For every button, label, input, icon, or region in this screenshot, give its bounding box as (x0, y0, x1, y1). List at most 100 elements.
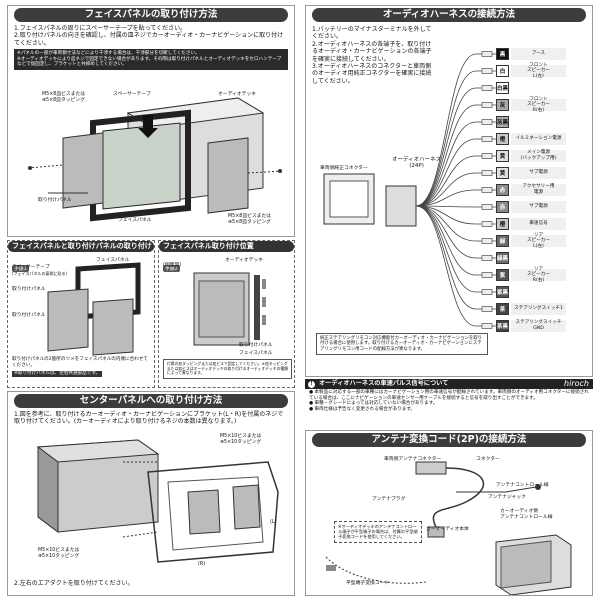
wire-color-swatch: 黒 (496, 48, 509, 60)
wire-function-label: リア スピーカー L(左) (511, 233, 566, 249)
label-connector: コネクター (476, 457, 500, 462)
label-screw-m5x10-bottom: M5×10ビスまたは ⊕5×10タッピング (38, 548, 80, 559)
face-panel-section: フェイスパネルの取り付け方法 1.フェイスパネルの周りにスペーサーテープを貼って… (7, 5, 295, 237)
face-panel-title: フェイスパネルの取り付け方法 (14, 8, 288, 22)
label-mount-panel-m2: 取り付けパネル (12, 313, 46, 318)
wire-color-swatch: 紫 (496, 269, 509, 281)
wire-function-label: サブ電源 (511, 201, 566, 213)
wire-terminal-icon (481, 238, 493, 244)
wire-row: 白フロント スピーカー L(左) (306, 63, 592, 79)
face-panel-note-2: ※オーディオデッキにより皿ネジで固定できない場合があります。その際は取り付けパネ… (17, 56, 282, 68)
wire-color-swatch: 赤 (496, 184, 509, 196)
wire-color-swatch: 灰黒 (496, 116, 509, 128)
box2-title: フェイスパネル取り付け位置 (159, 241, 294, 252)
center-panel-section: センターパネルへの取り付け方法 1.図を参考に、取り付けるカーオーディオ・カーナ… (7, 391, 295, 596)
wire-function-label: メイン電源 (バックアップ用) (511, 150, 566, 162)
wire-terminal-icon (481, 204, 493, 210)
center-panel-diagram (36, 439, 279, 563)
wire-row: 赤サブ電源 (306, 201, 592, 215)
label-face-panel: フェイスパネル (118, 218, 152, 223)
wire-row: 橙車速信号 (306, 218, 592, 232)
wire-color-swatch: 紫黒 (496, 286, 509, 298)
label-spacer-tape: スペーサーテープ (113, 92, 151, 97)
label-face-panel-m: フェイスパネル (96, 258, 130, 263)
wire-row: 赤アクセサリー用 電源 (306, 184, 592, 198)
label-audio-side: カーオーディオ側 アンテナコントロール線 (500, 509, 553, 520)
screw-note: 付属の皿タッピングまたは皿ビスで固定してください。※皿タッピングまたは皿ビスはオ… (163, 359, 292, 379)
label-flat-code: 平型端子変換コード (346, 581, 390, 586)
wire-row: 紫リア スピーカー R(右) (306, 267, 592, 283)
wire-table: 黒アース白フロント スピーカー L(左)白黒灰フロント スピーカー R(右)灰黒… (306, 42, 592, 342)
wire-line (415, 205, 496, 225)
wire-color-swatch: 橙 (496, 218, 509, 230)
wire-function-label: ステアリングスイッチ1 (511, 303, 566, 315)
wire-row: 灰黒 (306, 116, 592, 130)
wire-terminal-icon (481, 255, 493, 261)
wire-color-swatch: 赤 (496, 201, 509, 213)
harness-step-2: 2.オーディオハーネスの各端子を、取り付けるオーディオ・カーナビゲーションの各端… (312, 40, 432, 63)
label-spacer-tape-m: スペーサーテープ (12, 265, 50, 270)
wire-row: 白黒 (306, 82, 592, 96)
speed-pulse-section: ! オーディオハーネスの車速パルス信号について hiroch ● 本製品に対応す… (305, 379, 593, 427)
harness-section: オーディオハーネスの接続方法 1.バッテリーのマイナスターミナルを外してください… (305, 5, 593, 377)
harness-step-1: 1.バッテリーのマイナスターミナルを外してください。 (312, 26, 432, 41)
wire-terminal-icon (481, 51, 493, 57)
wire-color-swatch: 黄 (496, 167, 509, 179)
wire-color-swatch: 黄 (496, 150, 509, 162)
face-panel-step-2: 2.取り付けパネルの向きを確認し、付属の皿ネジでカーオーディオ・カーナビゲーショ… (14, 32, 284, 47)
wire-function-label: フロント スピーカー R(右) (511, 97, 566, 113)
wire-function-label: 車速信号 (511, 218, 566, 230)
step2-diagram (193, 272, 266, 346)
face-panel-notes: ※パネルの一部が車両側寸法などにより干渉する場合は、干渉部分を切断してください。… (14, 49, 288, 70)
label-screw-top: M5×8皿ビスまたは ⊕5×8皿タッピング (42, 92, 86, 103)
wire-function-label: イルミネーション電源 (511, 133, 566, 145)
wire-terminal-icon (481, 306, 493, 312)
step2-tag: 手順2 (163, 265, 180, 272)
wire-terminal-icon (481, 323, 493, 329)
wire-row: 茶ステアリングスイッチ1 (306, 303, 592, 317)
wire-color-swatch: 緑黒 (496, 252, 509, 264)
label-deck-m: オーディオデッキ (225, 258, 264, 263)
wire-color-swatch: 橙 (496, 133, 509, 145)
brand-watermark: hiroch (564, 379, 589, 388)
wire-line (415, 172, 496, 207)
wire-row: 灰フロント スピーカー R(右) (306, 97, 592, 113)
wire-terminal-icon (481, 272, 493, 278)
wire-function-label: ステアリングスイッチ GND (511, 320, 566, 332)
step2-sub: (側面図) (163, 263, 182, 268)
box1-note: 取り付けパネルの2箇所のツメをフェイスパネルの内側に合わせてください。 (12, 357, 149, 368)
wire-color-swatch: 茶黒 (496, 320, 509, 332)
face-panel-diagram (27, 97, 284, 222)
step1-diagram (47, 262, 141, 356)
wire-function-label: アース (511, 48, 566, 60)
wire-function-label: サブ電源 (511, 167, 566, 179)
label-antenna-plug: アンテナプラグ (372, 497, 406, 502)
speed-pulse-band: ! オーディオハーネスの車速パルス信号について (305, 379, 593, 389)
wire-terminal-icon (481, 187, 493, 193)
wire-terminal-icon (481, 119, 493, 125)
info-icon: ! (308, 380, 315, 388)
wire-line (415, 121, 496, 207)
wire-function-label: フロント スピーカー L(左) (511, 63, 566, 79)
wire-terminal-icon (481, 68, 493, 74)
antenna-title: アンテナ変換コード(2P)の接続方法 (312, 433, 586, 447)
wire-row: 黒アース (306, 48, 592, 62)
face-panel-install-box: フェイスパネルと取り付けパネルの取り付け 手順1 フェイスパネル スペーサーテー… (7, 240, 155, 388)
wire-line (415, 70, 496, 207)
wire-terminal-icon (481, 85, 493, 91)
wire-terminal-icon (481, 102, 493, 108)
wire-color-swatch: 白 (496, 65, 509, 77)
label-vehicle-antenna: 車両側アンテナコネクター (384, 457, 442, 462)
label-mount-panel: 取り付けパネル (38, 198, 72, 203)
label-audio-deck: オーディオデッキ (218, 92, 257, 97)
label-face-panel-m2: フェイスパネル (239, 351, 273, 356)
label-mount-panel-m3: 取り付けパネル (239, 343, 273, 348)
label-screw-m5x10-top: M5×10ビスまたは ⊕5×10タッピング (220, 434, 262, 445)
label-antenna-control: アンテナコントロール線 (496, 483, 549, 488)
wire-row: 黄メイン電源 (バックアップ用) (306, 150, 592, 164)
wire-color-swatch: 緑 (496, 235, 509, 247)
step1-tag: 手順1 (12, 265, 29, 272)
box1-note-2: ※取り付けパネルは、左右共通部品です。 (12, 371, 103, 377)
box1-title: フェイスパネルと取り付けパネルの取り付け (8, 241, 154, 252)
face-panel-position-box: フェイスパネル取り付け位置 手順2 (側面図) オーディオデッキ 取り付けパネル… (158, 240, 295, 388)
